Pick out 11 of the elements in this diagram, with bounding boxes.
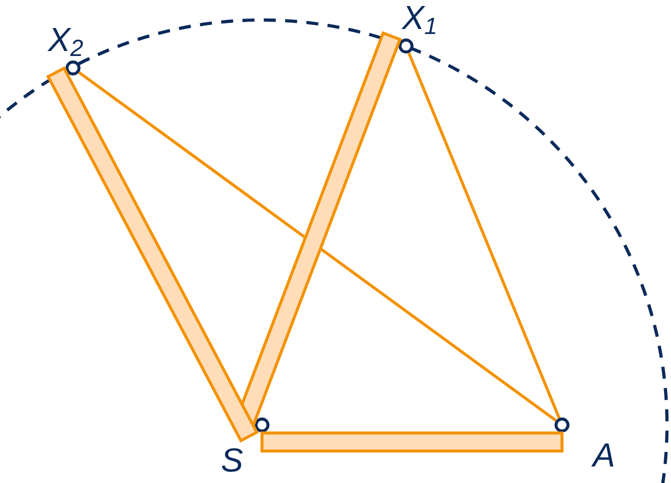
rod	[260, 432, 564, 452]
point-label: X$_{2}$	[47, 28, 83, 56]
point	[554, 418, 570, 432]
point	[254, 418, 270, 432]
point	[66, 60, 80, 76]
point-label: A	[591, 444, 614, 466]
point-label: X$_{1}$	[401, 6, 436, 34]
point	[398, 38, 414, 54]
line-segment	[407, 52, 561, 419]
point-label: S	[222, 448, 243, 472]
line-segment	[78, 71, 557, 422]
